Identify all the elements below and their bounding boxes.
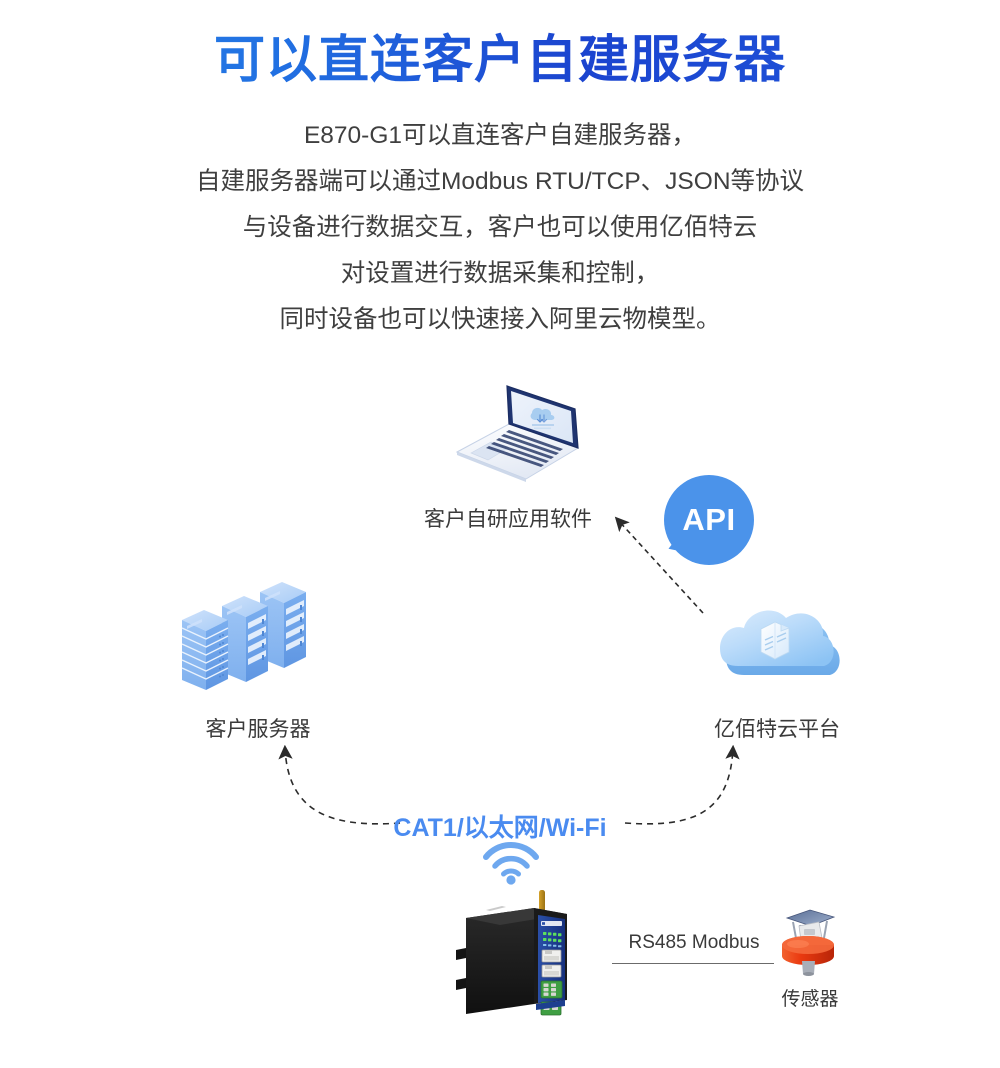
description-line-5: 同时设备也可以快速接入阿里云物模型。 <box>279 306 721 333</box>
description-line-2: 自建服务器端可以通过Modbus RTU/TCP、JSON等协议 <box>195 168 805 195</box>
wifi-icon <box>482 840 540 885</box>
server-stack-icon <box>178 580 338 700</box>
laptop-icon <box>447 378 587 483</box>
bus-label: RS485 Modbus <box>628 932 760 953</box>
description-line-4: 对设置进行数据采集和控制， <box>340 260 660 287</box>
api-label: API <box>682 501 736 537</box>
sensor-icon <box>770 900 845 980</box>
description-paragraph: E870-G1可以直连客户自建服务器， 自建服务器端可以通过Modbus RTU… <box>0 113 1000 343</box>
description-line-3: 与设备进行数据交互，客户也可以使用亿佰特云 <box>242 214 758 241</box>
gateway-device-icon <box>448 888 618 1023</box>
cloud-label: 亿佰特云平台 <box>714 718 840 741</box>
server-label: 客户服务器 <box>205 718 311 741</box>
bus-connector-line <box>612 963 774 964</box>
laptop-label: 客户自研应用软件 <box>424 508 592 531</box>
sensor-label: 传感器 <box>781 989 839 1010</box>
network-label: CAT1/以太网/Wi-Fi <box>393 814 607 842</box>
page-title: 可以直连客户自建服务器 <box>0 18 1000 92</box>
cloud-icon <box>712 596 842 701</box>
description-line-1: E870-G1可以直连客户自建服务器， <box>303 122 697 149</box>
api-bubble: API <box>664 475 754 565</box>
